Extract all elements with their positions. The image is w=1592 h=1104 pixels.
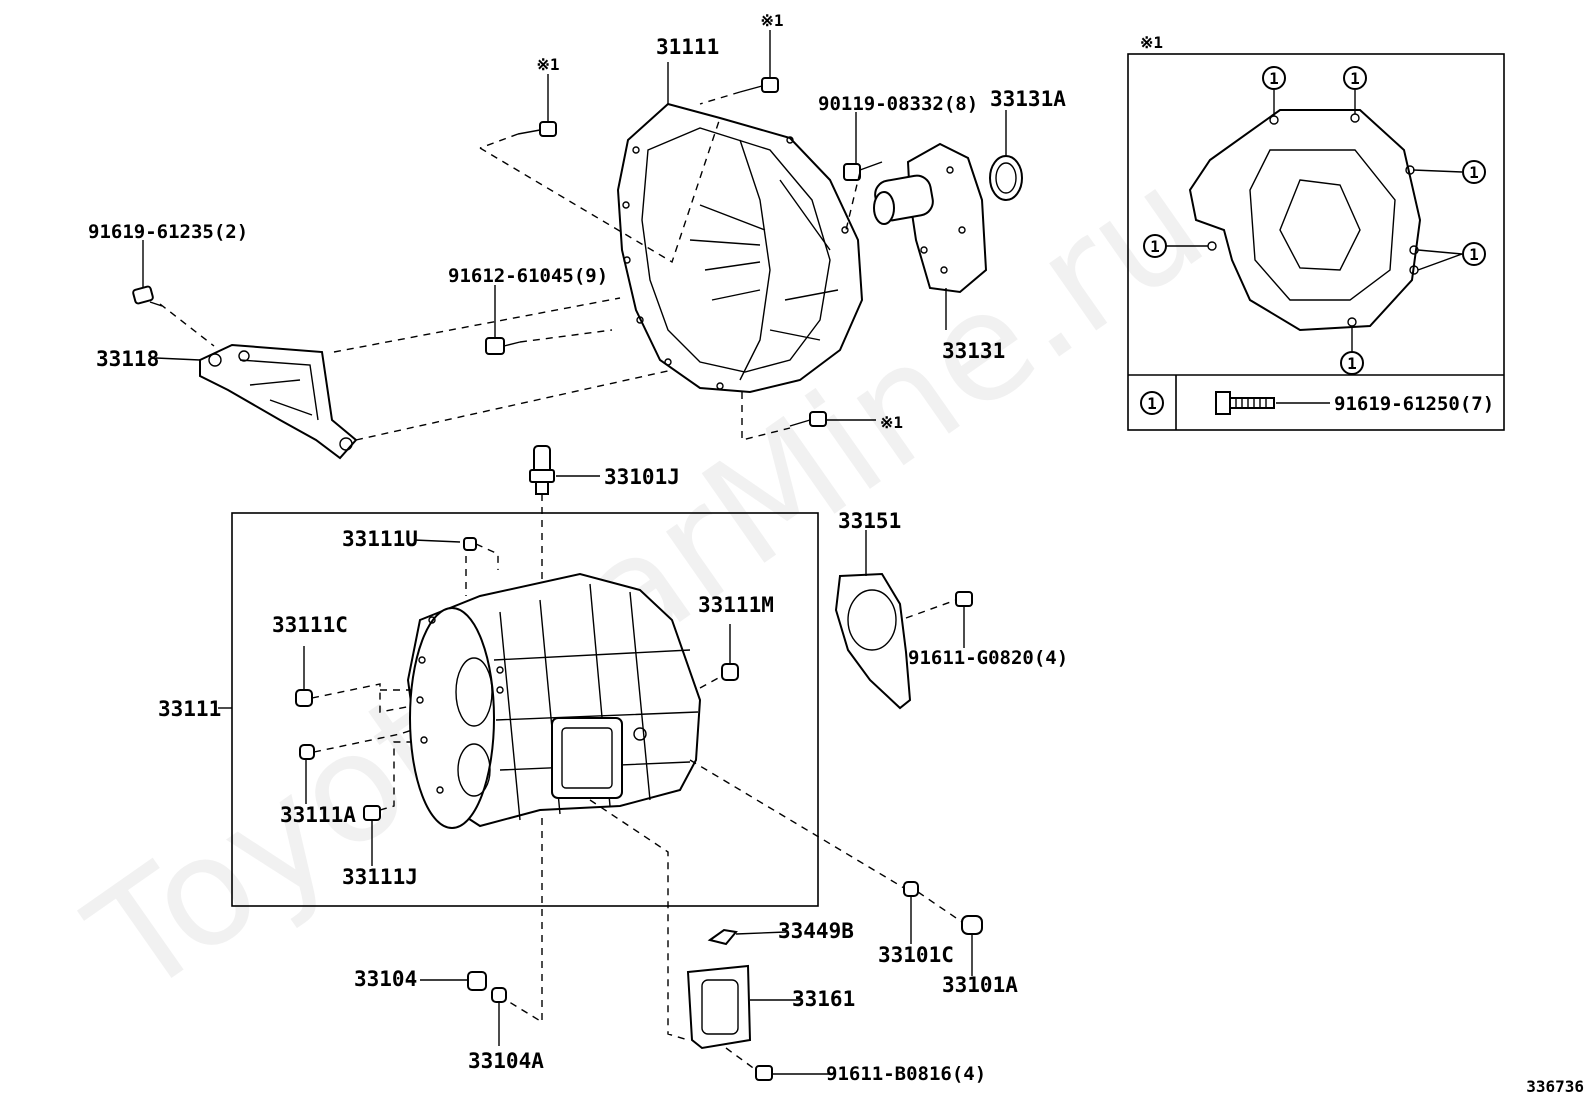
label-33104[interactable]: 33104 <box>354 967 417 991</box>
svg-text:1: 1 <box>1347 354 1357 373</box>
label-33111[interactable]: 33111 <box>158 697 221 721</box>
plug-33104[interactable] <box>467 971 487 991</box>
label-33131[interactable]: 33131 <box>942 339 1005 363</box>
label-ref1-c: ※1 <box>880 413 903 432</box>
svg-text:1: 1 <box>1147 394 1157 413</box>
label-33118[interactable]: 33118 <box>96 347 159 371</box>
plug-33104A[interactable] <box>491 987 507 1003</box>
label-91611-G0820[interactable]: 91611-G0820(4) <box>908 647 1068 669</box>
inset-marker-1: 1 <box>1262 66 1286 90</box>
label-33161[interactable]: 33161 <box>792 987 855 1011</box>
svg-text:1: 1 <box>1469 245 1479 264</box>
plug-33101C[interactable] <box>903 881 919 897</box>
label-91611-B0816[interactable]: 91611-B0816(4) <box>826 1063 986 1085</box>
svg-text:1: 1 <box>1269 69 1279 88</box>
bolt-91611-B0816[interactable] <box>755 1065 773 1081</box>
clutch-housing-part[interactable] <box>616 102 864 394</box>
plug-33111C[interactable] <box>295 689 313 707</box>
inset-legend-part-number[interactable]: 91619-61250(7) <box>1334 393 1494 415</box>
inset-marker-3: 1 <box>1462 160 1486 184</box>
label-33449B[interactable]: 33449B <box>778 919 854 943</box>
inset-marker-4: 1 <box>1462 242 1486 266</box>
plug-33101A[interactable] <box>961 915 983 935</box>
inset-marker-6: 1 <box>1143 234 1167 258</box>
label-33104A[interactable]: 33104A <box>468 1049 544 1073</box>
plug-33111A[interactable] <box>299 744 315 760</box>
inset-marker-5: 1 <box>1340 351 1364 375</box>
label-33111A[interactable]: 33111A <box>280 803 356 827</box>
label-33111M[interactable]: 33111M <box>698 593 774 617</box>
bracket-33118-part[interactable] <box>199 343 358 460</box>
label-33111C[interactable]: 33111C <box>272 613 348 637</box>
transmission-case-frame <box>231 512 819 907</box>
inset-marker-2: 1 <box>1343 66 1367 90</box>
breather-plug-33101J[interactable] <box>529 445 555 495</box>
plug-33111M[interactable] <box>721 663 739 681</box>
diagram-code: 336736 <box>1526 1077 1584 1096</box>
bolt-91612-61045[interactable] <box>485 337 521 355</box>
label-33131A[interactable]: 33131A <box>990 87 1066 111</box>
label-33111U[interactable]: 33111U <box>342 527 418 551</box>
gasket-33151[interactable] <box>834 572 912 710</box>
label-ref1-b: ※1 <box>760 11 783 30</box>
label-91612-61045[interactable]: 91612-61045(9) <box>448 265 608 287</box>
label-91619-61235[interactable]: 91619-61235(2) <box>88 221 248 243</box>
label-33101J[interactable]: 33101J <box>604 465 680 489</box>
svg-text:1: 1 <box>1150 237 1160 256</box>
label-33111J[interactable]: 33111J <box>342 865 418 889</box>
plug-33111U[interactable] <box>463 537 477 551</box>
label-33101C[interactable]: 33101C <box>878 943 954 967</box>
transmission-case-33111[interactable] <box>406 572 702 829</box>
oil-seal-33131A[interactable] <box>989 155 1023 201</box>
label-33101A[interactable]: 33101A <box>942 973 1018 997</box>
label-ref1-a: ※1 <box>536 55 559 74</box>
bolt-90119-08332[interactable] <box>843 161 883 181</box>
inset-legend-bolt-icon <box>1215 391 1275 415</box>
bolt-91611-G0820[interactable] <box>955 591 973 607</box>
clip-33449B[interactable] <box>707 928 738 946</box>
cover-33161[interactable] <box>686 964 752 1050</box>
plug-33111J[interactable] <box>363 805 381 821</box>
inset-ref1: 1 1 1 1 1 1 1 91619-61250(7) <box>1127 53 1505 431</box>
label-33151[interactable]: 33151 <box>838 509 901 533</box>
bolt-ref1-bottom[interactable] <box>789 411 827 427</box>
bolt-ref1-top-left[interactable] <box>517 121 557 137</box>
svg-text:1: 1 <box>1350 69 1360 88</box>
label-31111[interactable]: 31111 <box>656 35 719 59</box>
inset-legend-marker: 1 <box>1140 391 1164 415</box>
bolt-ref1-top-right[interactable] <box>739 77 779 93</box>
bearing-retainer-33131[interactable] <box>873 142 988 294</box>
svg-text:1: 1 <box>1469 163 1479 182</box>
label-90119-08332[interactable]: 90119-08332(8) <box>818 93 978 115</box>
bolt-91619-61235[interactable] <box>132 285 163 307</box>
inset-tag: ※1 <box>1140 33 1163 52</box>
